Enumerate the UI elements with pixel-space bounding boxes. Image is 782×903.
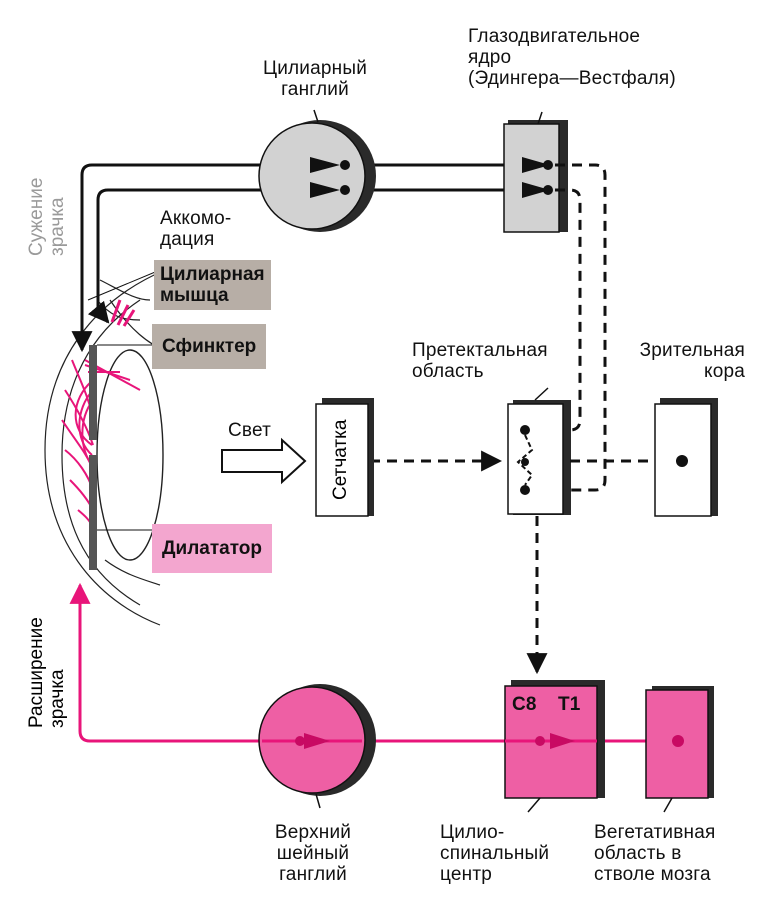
parasympathetic-pathway <box>71 163 530 353</box>
light-label: Свет <box>228 420 272 441</box>
ciliospinal-center-label: Цилио- спинальный центр <box>440 822 550 885</box>
eye-illustration <box>44 269 166 626</box>
zonule-line <box>104 559 161 586</box>
eye-detail-line <box>99 279 151 301</box>
retina-node <box>315 398 374 517</box>
ciliary-ganglion-label: Цилиарный ганглий <box>262 58 368 100</box>
visual-cortex-node <box>654 398 718 517</box>
sphincter-strip <box>89 345 97 440</box>
light-arrow <box>221 437 307 485</box>
ciliary-ganglion-node <box>258 109 376 232</box>
eye-outer-contour <box>44 269 166 626</box>
oculomotor-nucleus-label: Глазодвигательное ядро (Эдингера—Вестфал… <box>468 26 676 89</box>
ciliospinal-center-node <box>504 680 605 813</box>
pupil-constriction-label: Сужение зрачка <box>26 177 68 256</box>
retina-label: Сетчатка <box>330 419 351 500</box>
superior-cervical-ganglion-node <box>258 684 376 809</box>
pupil-dilation-label: Расширение зрачка <box>26 617 68 728</box>
pretectal-area-label: Претектальная область <box>412 340 548 382</box>
autonomic-area-node <box>645 686 714 813</box>
visual-cortex-label: Зрительная кора <box>639 340 745 382</box>
sphincter-label: Сфинктер <box>152 324 267 369</box>
oculomotor-nucleus-node <box>503 111 568 233</box>
dilator-label: Дилататор <box>152 524 272 573</box>
pretectal-to-nucleus-dashed <box>555 163 607 492</box>
c8-label: C8 <box>512 694 537 715</box>
t1-label: T1 <box>558 694 581 715</box>
dilator-strip <box>89 455 97 570</box>
pretectal-area-node <box>507 387 571 515</box>
ciliary-muscle-pointer <box>87 269 161 301</box>
sympathetic-pathway <box>69 582 660 743</box>
superior-cervical-ganglion-label: Верхний шейный ганглий <box>274 822 352 885</box>
ciliary-muscle-label: Цилиарная мышца <box>154 260 271 310</box>
accommodation-label: Аккомо- дация <box>160 208 232 250</box>
autonomic-area-label: Вегетативная область в стволе мозга <box>594 822 716 885</box>
ciliary-muscle-fibers <box>110 299 136 327</box>
